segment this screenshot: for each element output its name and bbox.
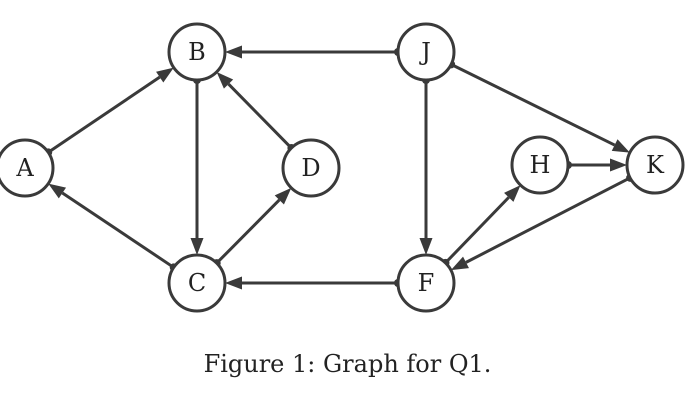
node-label: H — [530, 151, 551, 179]
node-label: F — [418, 269, 435, 297]
node-circle — [510, 135, 570, 195]
node-h: H — [510, 135, 570, 195]
graph-diagram: A B C D J H K F — [0, 22, 685, 313]
arrowhead — [225, 276, 242, 290]
node-j: J — [396, 22, 456, 82]
arrowhead — [190, 238, 204, 255]
node-circle — [0, 138, 55, 198]
arrowhead — [611, 139, 630, 153]
edge-j-to-b — [225, 45, 402, 59]
node-label: C — [188, 269, 206, 297]
edge-d-to-b — [216, 71, 296, 153]
nodes-layer: A B C D J H K F — [0, 22, 685, 313]
node-d: D — [281, 138, 341, 198]
node-circle — [167, 253, 227, 313]
edge-c-to-a — [48, 183, 178, 272]
node-circle — [396, 22, 456, 82]
edge-line — [61, 191, 175, 269]
node-circle — [281, 138, 341, 198]
arrowhead — [504, 185, 521, 202]
node-circle — [167, 22, 227, 82]
arrowhead — [610, 158, 627, 172]
arrowhead — [450, 256, 469, 271]
node-label: J — [418, 38, 431, 66]
edge-line — [227, 83, 293, 150]
arrowhead — [225, 45, 242, 59]
edge-line — [444, 196, 510, 264]
arrowhead — [274, 187, 292, 205]
node-f: F — [396, 253, 456, 313]
arrowhead — [419, 238, 433, 255]
arrowhead — [216, 71, 234, 89]
node-c: C — [167, 253, 227, 313]
figure-caption: Figure 1: Graph for Q1. — [203, 350, 492, 378]
node-b: B — [167, 22, 227, 82]
edge-line — [47, 75, 161, 154]
node-label: B — [188, 38, 206, 66]
node-circle — [625, 135, 685, 195]
edge-c-to-d — [212, 187, 292, 268]
arrowhead — [156, 67, 174, 83]
node-a: A — [0, 138, 55, 198]
node-label: D — [301, 154, 320, 182]
edge-line — [465, 176, 631, 264]
edge-b-to-c — [190, 76, 204, 255]
edge-j-to-f — [419, 76, 433, 255]
edge-line — [450, 63, 616, 147]
edge-f-to-c — [225, 276, 402, 290]
arrowhead — [48, 183, 67, 199]
edge-h-to-k — [564, 158, 627, 172]
edge-a-to-b — [44, 67, 174, 157]
node-circle — [396, 253, 456, 313]
node-k: K — [625, 135, 685, 195]
edge-line — [215, 198, 281, 265]
node-label: K — [646, 151, 665, 179]
node-label: A — [15, 154, 34, 182]
